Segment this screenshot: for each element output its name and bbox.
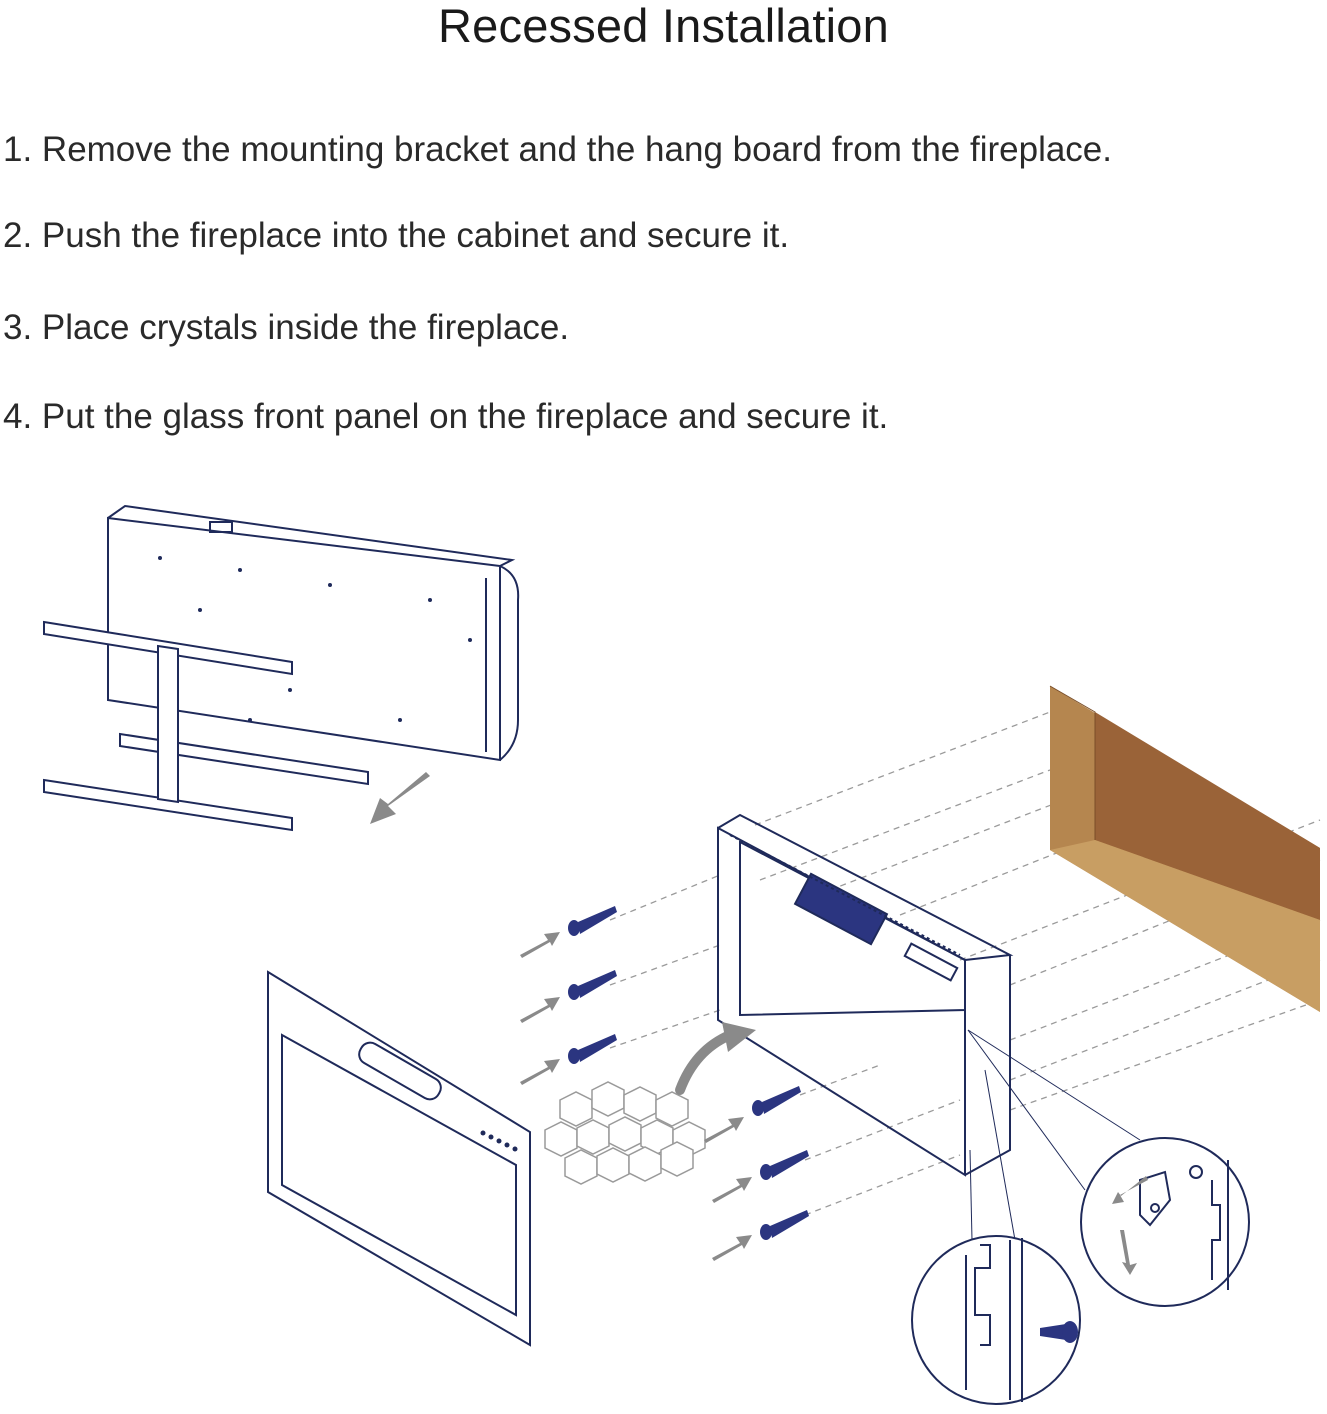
callout-lines (967, 1029, 1141, 1241)
curved-arrow-icon (675, 1030, 735, 1095)
step-1: 1. Remove the mounting bracket and the h… (3, 130, 1112, 169)
glass-front-panel-illustration (267, 970, 531, 1347)
detail-screw-icon (1040, 1321, 1078, 1343)
curved-arrow-head-icon (722, 1022, 756, 1052)
arrow-icon (370, 772, 430, 824)
crystals-illustration (544, 1081, 706, 1185)
step-3: 3. Place crystals inside the fireplace. (3, 308, 570, 347)
screws-illustration (568, 906, 809, 1240)
detail-circle-bracket (1080, 1137, 1250, 1307)
installation-diagram (43, 504, 1321, 1405)
mounting-bracket-illustration (43, 620, 369, 832)
step-2: 2. Push the fireplace into the cabinet a… (3, 216, 790, 255)
step-4: 4. Put the glass front panel on the fire… (3, 397, 889, 436)
detail-circle-screw (911, 1235, 1081, 1405)
cabinet-illustration (1049, 685, 1320, 1012)
fireplace-frame-illustration (717, 813, 1014, 1177)
page-title: Recessed Installation (438, 0, 889, 52)
screw-arrows-icon (520, 932, 752, 1261)
